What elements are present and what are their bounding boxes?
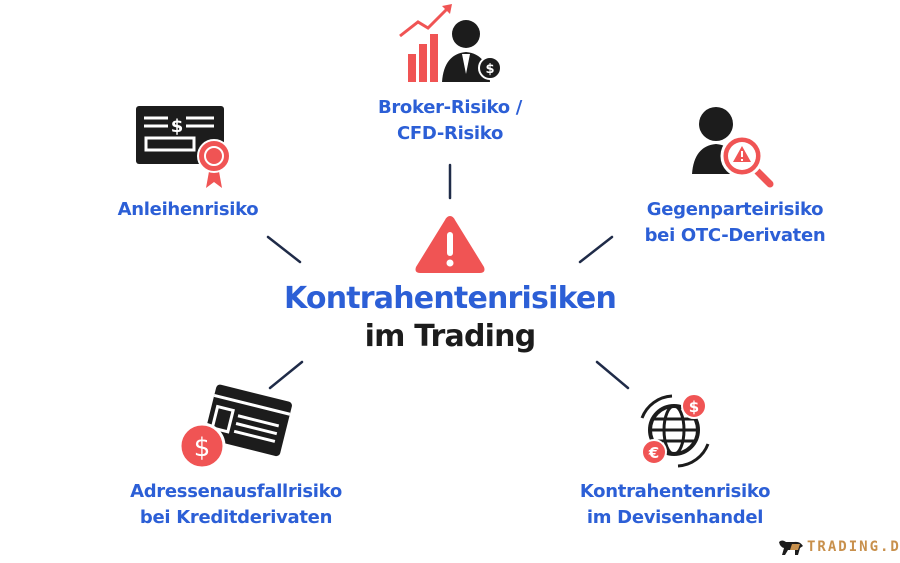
logo-text: TRADING.DE bbox=[807, 539, 900, 555]
label-line: CFD-Risiko bbox=[396, 123, 504, 144]
trading-de-logo: TRADING.DE bbox=[778, 538, 900, 556]
connector-top-left bbox=[266, 235, 302, 264]
svg-text:$: $ bbox=[194, 433, 211, 463]
person-warning-magnifier-icon bbox=[692, 107, 774, 188]
label-line: Gegenparteirisiko bbox=[646, 199, 824, 220]
bull-logo-icon bbox=[779, 540, 803, 555]
label-line: bei OTC-Derivaten bbox=[644, 225, 826, 246]
businessman-chart-icon: $ bbox=[399, 4, 502, 82]
label-gegenparteirisiko: Gegenparteirisiko bei OTC-Derivaten bbox=[645, 197, 826, 249]
label-broker-risiko: Broker-Risiko / CFD-Risiko bbox=[378, 95, 522, 147]
label-line: Anleihenrisiko bbox=[117, 199, 259, 220]
svg-text:$: $ bbox=[689, 398, 699, 416]
svg-text:$: $ bbox=[485, 62, 494, 77]
credit-card-dollar-icon: $ bbox=[178, 384, 292, 470]
label-anleihenrisiko: Anleihenrisiko bbox=[118, 197, 259, 223]
warning-triangle-icon bbox=[415, 216, 485, 273]
label-line: Adressenausfallrisiko bbox=[130, 481, 342, 502]
connector-bottom-left bbox=[268, 360, 304, 390]
label-line: im Devisenhandel bbox=[586, 507, 764, 528]
label-line: bei Kreditderivaten bbox=[139, 507, 333, 528]
bond-certificate-icon: $ bbox=[136, 106, 231, 188]
svg-text:€: € bbox=[648, 444, 659, 462]
connector-top-right bbox=[578, 235, 614, 264]
label-line: Kontrahentenrisiko bbox=[579, 481, 771, 502]
title-line-2: im Trading bbox=[364, 319, 537, 354]
title-line-1: Kontrahentenrisiken bbox=[283, 281, 617, 316]
globe-currency-exchange-icon: $ € bbox=[640, 393, 710, 468]
svg-text:$: $ bbox=[171, 116, 184, 137]
label-adressenausfallrisiko: Adressenausfallrisiko bei Kreditderivate… bbox=[130, 479, 342, 531]
label-kontrahentenrisiko-devisen: Kontrahentenrisiko im Devisenhandel bbox=[579, 479, 771, 531]
central-title: Kontrahentenrisiken im Trading bbox=[283, 280, 617, 356]
label-line: Broker-Risiko / bbox=[377, 97, 523, 118]
connector-bottom-right bbox=[595, 360, 630, 390]
